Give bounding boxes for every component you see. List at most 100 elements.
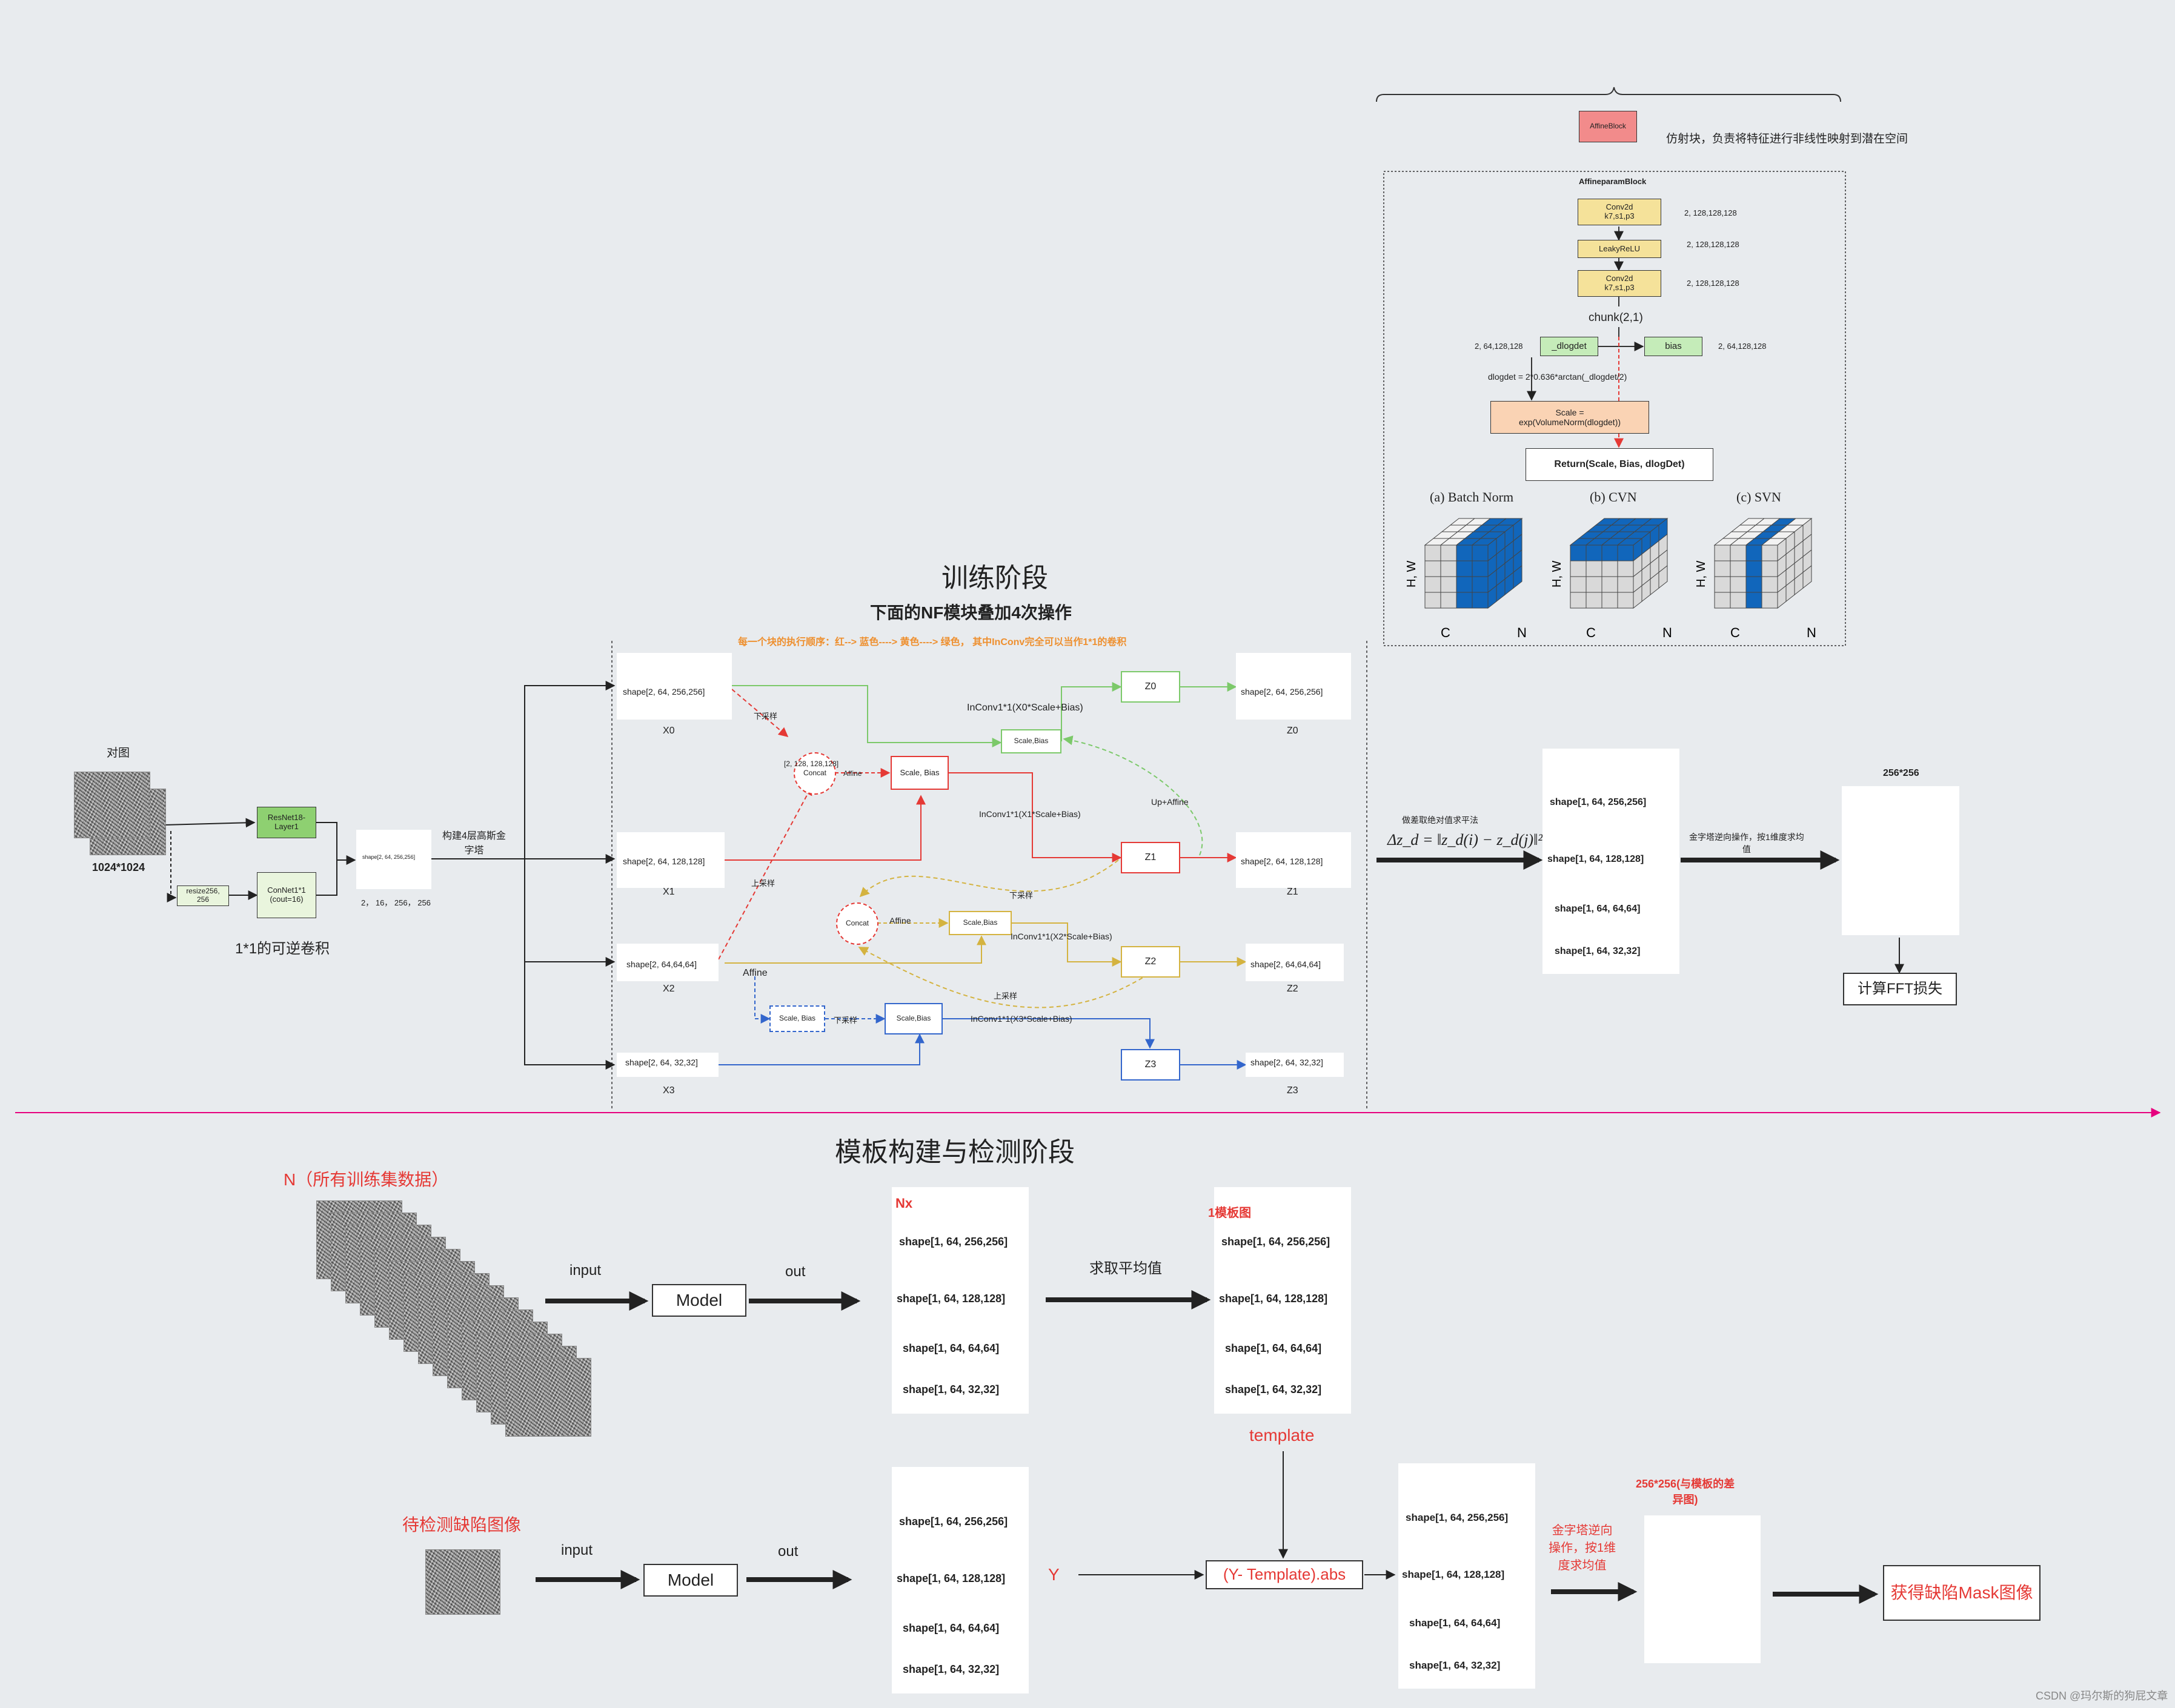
norm-label-svn: (c) SVN bbox=[1736, 489, 1781, 505]
y-card bbox=[892, 1467, 1029, 1693]
x0-shape: shape[2, 64, 256,256] bbox=[623, 687, 705, 697]
z0-shape: shape[2, 64, 256,256] bbox=[1241, 687, 1323, 697]
cube-cell bbox=[1586, 545, 1602, 561]
diff-shape-0: shape[1, 64, 256,256] bbox=[1406, 1512, 1509, 1523]
cube-cell bbox=[1586, 592, 1602, 609]
inconv0-label: InConv1*1(X0*Scale+Bias) bbox=[967, 703, 1083, 713]
down-label-1: 下采样 bbox=[754, 712, 778, 721]
cube-cell bbox=[1802, 564, 1812, 589]
template-label: template bbox=[1249, 1426, 1315, 1445]
out-label-1: out bbox=[785, 1263, 806, 1280]
conv-box: ConNet1*1 (cout=16) bbox=[257, 872, 316, 918]
cube-cell bbox=[1456, 592, 1473, 609]
axis-n-label: N bbox=[1807, 625, 1816, 640]
cube-cell bbox=[1424, 545, 1441, 561]
inconv2-label: InConv1*1(X2*Scale+Bias) bbox=[1011, 932, 1112, 941]
dlogdet-box: _dlogdet bbox=[1540, 337, 1598, 356]
cube-cell bbox=[1472, 560, 1489, 577]
inconv3-label: InConv1*1(X3*Scale+Bias) bbox=[971, 1014, 1072, 1024]
axis-hw-label: H, W bbox=[1550, 560, 1564, 588]
cube-cell bbox=[1745, 576, 1762, 593]
small-feature-shape: shape[2, 64, 256,256] bbox=[362, 854, 416, 860]
out-card bbox=[1842, 786, 1959, 935]
brace bbox=[1376, 87, 1841, 102]
z3-card bbox=[1246, 1053, 1344, 1077]
cube-cell bbox=[1761, 592, 1778, 609]
x3-label: X3 bbox=[663, 1085, 675, 1096]
nx-label: Nx bbox=[895, 1196, 913, 1211]
cube-cell bbox=[1424, 576, 1441, 593]
nx-card bbox=[892, 1187, 1029, 1414]
affine-red-label: Affine bbox=[843, 769, 862, 778]
stack-image bbox=[505, 1358, 591, 1437]
chunk-label: chunk(2,1) bbox=[1589, 311, 1643, 324]
affine-blue-label: Affine bbox=[743, 968, 768, 978]
x1-shape: shape[2, 64, 128,128] bbox=[623, 856, 705, 866]
train-right-arrows bbox=[1376, 850, 1904, 974]
tpl-card bbox=[1214, 1187, 1351, 1414]
train-subtitle: 下面的NF模块叠加4次操作 bbox=[870, 603, 1072, 622]
x0-label: X0 bbox=[663, 726, 675, 736]
cube-cell bbox=[1586, 560, 1602, 577]
z3-label: Z3 bbox=[1287, 1085, 1298, 1096]
diff-shape-2: shape[1, 64, 64,64] bbox=[1409, 1617, 1501, 1629]
x0-card bbox=[617, 653, 732, 720]
y-label: Y bbox=[1048, 1565, 1060, 1584]
input-label-1: input bbox=[569, 1262, 602, 1279]
z2-card bbox=[1246, 944, 1344, 981]
red-flow bbox=[718, 689, 1237, 960]
norm-label-bn: (a) Batch Norm bbox=[1430, 489, 1514, 505]
up-affine-label: Up+Affine bbox=[1151, 797, 1189, 807]
tpl-shape-0: shape[1, 64, 256,256] bbox=[1221, 1236, 1330, 1248]
relu-box: LeakyReLU bbox=[1578, 240, 1661, 258]
cube-cell bbox=[1745, 592, 1762, 609]
resnet-box: ResNet18- Layer1 bbox=[257, 807, 316, 838]
cube-cell bbox=[1658, 564, 1668, 589]
dlogdet-formula: dlogdet = 2*0.636*arctan(_dlogdet/2) bbox=[1488, 372, 1627, 382]
affine-yellow-label: Affine bbox=[889, 916, 911, 925]
z0-label: Z0 bbox=[1287, 726, 1298, 736]
fft-box: 计算FFT损失 bbox=[1843, 973, 1957, 1005]
nx-shape-3: shape[1, 64, 32,32] bbox=[903, 1383, 1000, 1395]
train-input-arrows bbox=[164, 681, 616, 1070]
cube-cell bbox=[1714, 560, 1731, 577]
z1-box: Z1 bbox=[1121, 842, 1180, 873]
z1-shape: shape[2, 64, 128,128] bbox=[1241, 856, 1323, 866]
y-shape-3: shape[1, 64, 32,32] bbox=[903, 1663, 1000, 1675]
z1-label: Z1 bbox=[1287, 887, 1298, 897]
tpl-title: 1模板图 bbox=[1208, 1207, 1252, 1220]
axis-c-label: C bbox=[1730, 625, 1740, 640]
model-box-1: Model bbox=[652, 1284, 746, 1317]
concat-red-dims: [2, 128, 128,128] bbox=[784, 760, 839, 768]
diff-pyr-card bbox=[1398, 1463, 1535, 1689]
green-flow bbox=[732, 682, 1237, 856]
z2-label: Z2 bbox=[1287, 984, 1298, 994]
cube-cell bbox=[1570, 576, 1587, 593]
cube-cell bbox=[1617, 545, 1634, 561]
cube-cell bbox=[1617, 592, 1634, 609]
y-shape-2: shape[1, 64, 64,64] bbox=[903, 1622, 1000, 1634]
up-label-2: 上采样 bbox=[994, 991, 1018, 1001]
bias-shape: 2, 64,128,128 bbox=[1718, 342, 1767, 351]
cube-cell bbox=[1730, 545, 1747, 561]
param-title: AffineparamBlock bbox=[1579, 177, 1647, 186]
inv-pyr-label: 金字塔逆向操作，按1维度求均 值 bbox=[1689, 832, 1804, 854]
nx-shape-2: shape[1, 64, 64,64] bbox=[903, 1342, 1000, 1354]
mid-shape-1: shape[1, 64, 128,128] bbox=[1547, 854, 1644, 864]
axis-hw-label: H, W bbox=[1405, 560, 1418, 588]
cube-cell bbox=[1570, 592, 1587, 609]
tpl-shape-3: shape[1, 64, 32,32] bbox=[1225, 1383, 1322, 1395]
cube-cell bbox=[1761, 560, 1778, 577]
z2-shape: shape[2, 64,64,64] bbox=[1250, 959, 1321, 969]
axis-c-label: C bbox=[1586, 625, 1596, 640]
cube-cell bbox=[1714, 592, 1731, 609]
cube-cell bbox=[1456, 545, 1473, 561]
cube-cell bbox=[1601, 592, 1618, 609]
cube-cell bbox=[1745, 545, 1762, 561]
cube-cell bbox=[1730, 560, 1747, 577]
test-arrows bbox=[536, 1290, 1879, 1604]
dlogdet-shape: 2, 64,128,128 bbox=[1475, 342, 1523, 351]
z0-box: Z0 bbox=[1121, 671, 1180, 703]
